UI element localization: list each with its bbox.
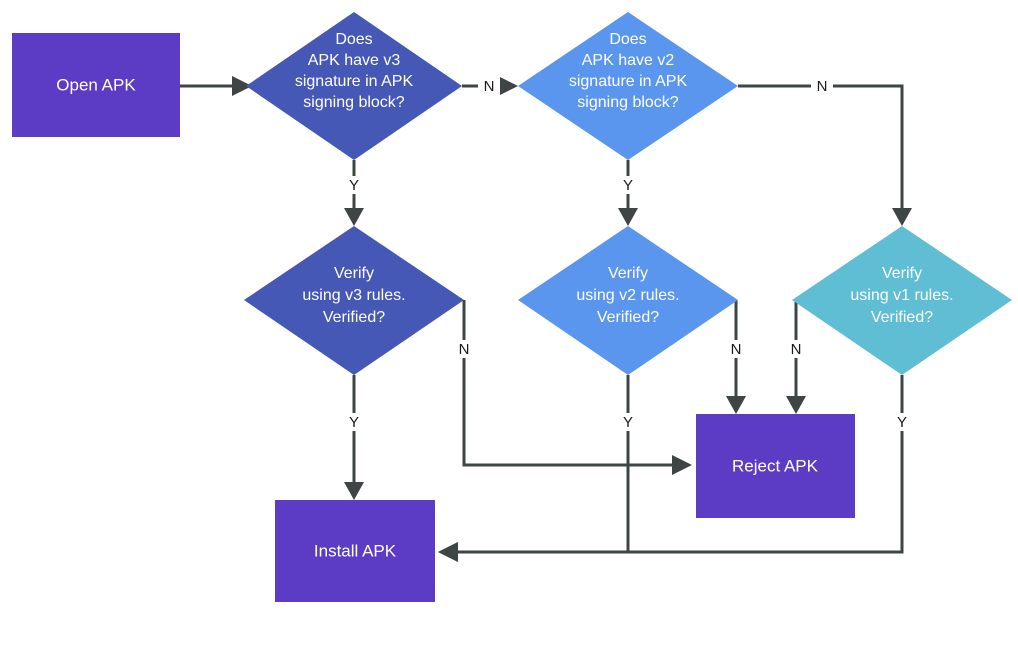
reject-apk-shape[interactable] [696, 414, 855, 518]
question-v3-shape[interactable] [246, 12, 462, 160]
verify-v3-line2: using v3 rules. [302, 287, 405, 304]
question-v2-line2: APK have v2 [582, 52, 675, 69]
edge-verifyv3-yes-to-install [344, 375, 364, 500]
edge-label-verifyv1-yes: Y [897, 414, 907, 431]
verify-v3-shape[interactable] [244, 226, 464, 375]
node-question-v3[interactable]: Does APK have v3 signature in APK signin… [246, 12, 462, 160]
node-verify-v1[interactable]: Verify using v1 rules. Verified? [792, 226, 1012, 375]
verify-v2-line2: using v2 rules. [576, 287, 679, 304]
edge-qv3-no-to-qv2 [462, 77, 518, 95]
edge-label-layer: N Y N Y N Y N Y N Y [349, 78, 907, 431]
verify-v1-shape[interactable] [792, 226, 1012, 375]
edge-label-qv3-yes: Y [349, 177, 359, 194]
edge-label-verifyv3-yes: Y [349, 414, 359, 431]
question-v2-line1: Does [609, 31, 646, 48]
edge-label-verifyv3-no: N [459, 341, 470, 358]
edge-verifyv2-yes-to-install [438, 375, 630, 562]
verify-v2-shape[interactable] [518, 226, 738, 375]
edge-label-verifyv2-no: N [731, 341, 742, 358]
edge-verifyv1-no-to-reject [786, 300, 806, 414]
connector-layer [180, 76, 912, 562]
edge-label-verifyv2-yes: Y [623, 414, 633, 431]
question-v2-line3: signature in APK [569, 73, 688, 90]
question-v3-line4: signing block? [303, 94, 405, 111]
open-apk-label: Open APK [56, 75, 136, 94]
verify-v3-line1: Verify [334, 265, 374, 282]
edge-verifyv1-yes-to-install [438, 375, 904, 562]
edge-label-qv2-no: N [817, 78, 828, 95]
node-question-v2[interactable]: Does APK have v2 signature in APK signin… [518, 12, 738, 160]
verify-v3-line3: Verified? [323, 309, 385, 326]
edge-label-verifyv1-no: N [791, 341, 802, 358]
verify-v1-line1: Verify [882, 265, 922, 282]
question-v2-shape[interactable] [518, 12, 738, 160]
node-reject-apk[interactable]: Reject APK [696, 414, 855, 518]
edge-qv2-no-to-verifyv1 [738, 84, 912, 226]
edge-verifyv2-no-to-reject [726, 300, 746, 414]
node-layer: Open APK Does APK have v3 signature in A… [12, 12, 1012, 602]
edge-qv3-yes-to-verifyv3 [344, 160, 364, 226]
verify-v1-line2: using v1 rules. [850, 287, 953, 304]
edge-label-qv2-yes: Y [623, 177, 633, 194]
node-open-apk[interactable]: Open APK [12, 33, 180, 137]
question-v2-line4: signing block? [577, 94, 679, 111]
question-v3-line1: Does [335, 31, 372, 48]
verify-v1-line3: Verified? [871, 309, 933, 326]
node-verify-v2[interactable]: Verify using v2 rules. Verified? [518, 226, 738, 375]
verify-v2-line3: Verified? [597, 309, 659, 326]
install-apk-shape[interactable] [275, 500, 435, 602]
edge-open-to-qv3 [180, 76, 252, 96]
question-v3-line2: APK have v3 [308, 52, 401, 69]
question-v3-line3: signature in APK [295, 73, 414, 90]
node-verify-v3[interactable]: Verify using v3 rules. Verified? [244, 226, 464, 375]
open-apk-shape[interactable] [12, 33, 180, 137]
edge-verifyv3-no-to-reject [462, 300, 692, 475]
edge-label-qv3-no: N [484, 78, 495, 95]
node-install-apk[interactable]: Install APK [275, 500, 435, 602]
reject-apk-label: Reject APK [732, 456, 819, 475]
install-apk-label: Install APK [314, 541, 397, 560]
verify-v2-line1: Verify [608, 265, 648, 282]
edge-qv2-yes-to-verifyv2 [618, 160, 638, 226]
